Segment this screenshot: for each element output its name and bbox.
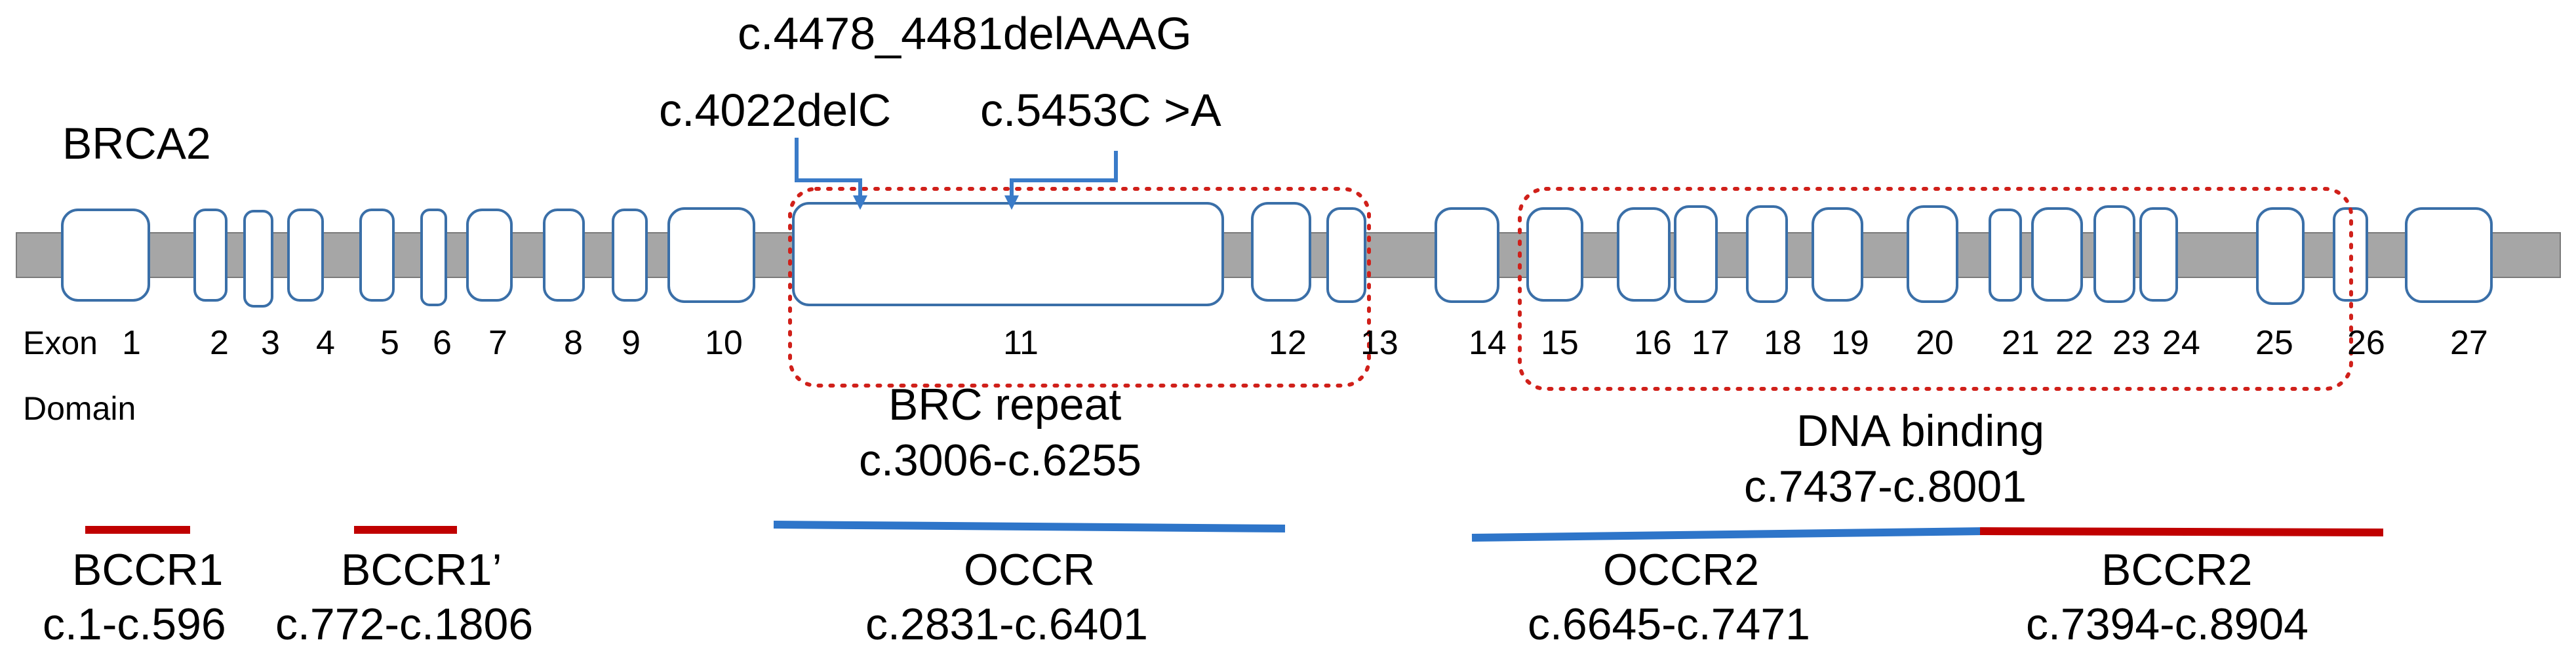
- exon-box-13: [1326, 207, 1366, 303]
- exon-number-24: 24: [2162, 324, 2200, 362]
- mutation-arrowhead-5453c: [1004, 195, 1019, 210]
- exon-number-17: 17: [1692, 324, 1730, 362]
- exon-box-22: [2031, 207, 2083, 302]
- exon-box-11: [792, 202, 1224, 306]
- exon-box-6: [420, 209, 447, 306]
- exon-box-1: [61, 209, 150, 302]
- exon-number-22: 22: [2055, 324, 2093, 362]
- mutation-label-5453c-a: c.5453C >A: [980, 85, 1221, 136]
- exon-number-26: 26: [2347, 324, 2385, 362]
- exon-box-10: [667, 207, 755, 303]
- bccr1-range: c.1-c.596: [43, 599, 226, 649]
- exon-number-7: 7: [488, 324, 507, 362]
- exon-number-18: 18: [1764, 324, 1802, 362]
- exon-row-label: Exon: [23, 325, 98, 361]
- exon-number-9: 9: [622, 324, 641, 362]
- exon-box-19: [1812, 207, 1863, 302]
- exon-box-15: [1526, 207, 1583, 302]
- mutation-arrow-5453c: [1010, 151, 1118, 197]
- brc-repeat-domain-box: [788, 187, 1371, 388]
- bccr1-prime-range: c.772-c.1806: [275, 599, 533, 649]
- occr-range: c.2831-c.6401: [865, 599, 1148, 649]
- exon-box-12: [1251, 202, 1311, 302]
- exon-number-4: 4: [316, 324, 335, 362]
- exon-box-23: [2093, 205, 2135, 303]
- exon-box-27: [2405, 207, 2493, 303]
- exon-number-23: 23: [2112, 324, 2150, 362]
- bccr2-label: BCCR2: [2101, 545, 2253, 595]
- mutation-label-4022delc: c.4022delC: [659, 85, 891, 136]
- dna-binding-domain-box: [1518, 187, 2353, 391]
- exon-number-6: 6: [433, 324, 452, 362]
- exon-box-5: [359, 209, 395, 302]
- occr-label: OCCR: [964, 545, 1095, 595]
- occr2-label: OCCR2: [1603, 545, 1759, 595]
- exon-box-7: [466, 209, 513, 302]
- exon-number-10: 10: [705, 324, 743, 362]
- exon-number-5: 5: [380, 324, 399, 362]
- gene-title: BRCA2: [62, 119, 211, 169]
- mutation-arrow-4022delc: [795, 138, 862, 197]
- exon-number-20: 20: [1916, 324, 1954, 362]
- exon-box-18: [1746, 205, 1788, 303]
- exon-number-3: 3: [261, 324, 280, 362]
- mutation-arrowhead-4022delc: [853, 195, 867, 210]
- exon-number-14: 14: [1469, 324, 1507, 362]
- domain-row-label: Domain: [23, 390, 136, 427]
- exon-box-20: [1907, 205, 1958, 303]
- exon-box-9: [612, 209, 648, 302]
- exon-number-16: 16: [1634, 324, 1672, 362]
- exon-box-21: [1989, 209, 2022, 302]
- exon-number-19: 19: [1831, 324, 1869, 362]
- brc-repeat-range: c.3006-c.6255: [859, 435, 1141, 485]
- exon-box-14: [1435, 207, 1499, 303]
- bccr1-prime-label: BCCR1’: [341, 545, 502, 595]
- exon-number-1: 1: [122, 324, 141, 362]
- exon-box-17: [1674, 205, 1718, 303]
- exon-number-21: 21: [2002, 324, 2040, 362]
- occr2-range: c.6645-c.7471: [1528, 599, 1810, 649]
- exon-box-2: [193, 209, 228, 302]
- exon-box-3: [243, 210, 273, 308]
- bccr1-label: BCCR1: [72, 545, 224, 595]
- mutation-label-4478-4481delaaag: c.4478_4481delAAAG: [738, 8, 1192, 59]
- dna-binding-range: c.7437-c.8001: [1744, 462, 2027, 511]
- exon-number-25: 25: [2255, 324, 2293, 362]
- occr2-bar: [1471, 527, 1984, 542]
- dna-binding-label: DNA binding: [1796, 406, 2044, 456]
- exon-box-4: [287, 209, 324, 302]
- exon-number-13: 13: [1360, 324, 1398, 362]
- exon-number-8: 8: [564, 324, 583, 362]
- exon-number-11: 11: [1003, 324, 1039, 362]
- exon-box-25: [2256, 207, 2305, 305]
- occr-bar: [773, 521, 1286, 532]
- exon-number-2: 2: [210, 324, 229, 362]
- exon-box-8: [543, 209, 585, 302]
- brc-repeat-label: BRC repeat: [888, 380, 1121, 430]
- exon-box-16: [1617, 207, 1671, 302]
- bccr2-bar: [1979, 527, 2384, 536]
- exon-number-15: 15: [1541, 324, 1579, 362]
- exon-number-27: 27: [2450, 324, 2488, 362]
- exon-number-12: 12: [1269, 324, 1307, 362]
- bccr2-range: c.7394-c.8904: [2026, 599, 2308, 649]
- exon-box-24: [2139, 207, 2178, 302]
- exon-boxes: [61, 202, 2493, 308]
